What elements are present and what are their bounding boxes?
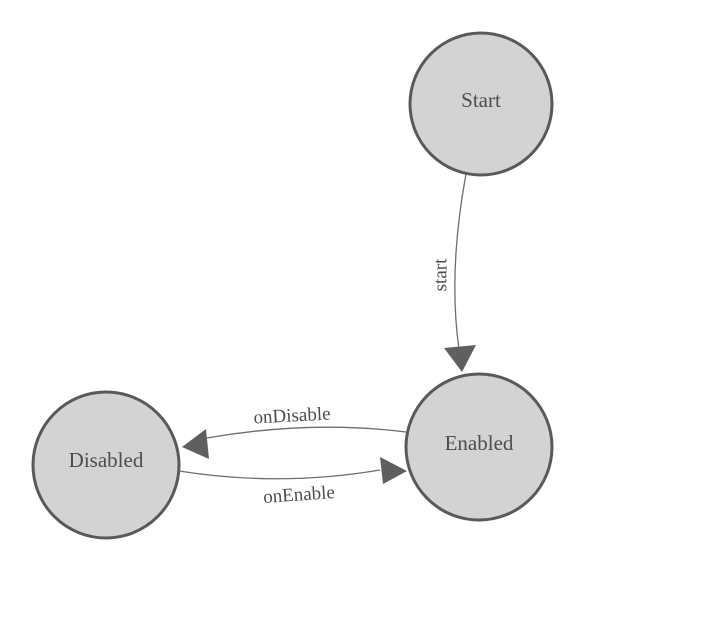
start-node-circle[interactable] (408, 31, 554, 177)
enabled-node-label: Enabled (445, 431, 514, 455)
state-node-disabled[interactable]: Disabled (31, 390, 181, 540)
start-edge-line[interactable] (454, 173, 467, 350)
edge-label-start: start (431, 258, 452, 291)
edge-disabled-to-enabled[interactable]: onEnable (178, 457, 407, 508)
edge-label-ondisable: onDisable (253, 403, 331, 428)
start-node-label: Start (461, 88, 501, 112)
arrowhead-left-icon (182, 429, 209, 459)
onenable-edge-line[interactable] (178, 469, 381, 480)
state-node-start[interactable]: Start (408, 31, 554, 177)
edge-label-onenable: onEnable (262, 482, 335, 508)
arrowhead-down-icon (444, 345, 476, 372)
edge-enabled-to-disabled[interactable]: onDisable (182, 403, 407, 459)
ondisable-edge-line[interactable] (206, 426, 407, 439)
state-node-enabled[interactable]: Enabled (404, 372, 554, 522)
edge-start-to-enabled[interactable]: start (431, 173, 477, 372)
disabled-node-circle[interactable] (31, 390, 181, 540)
enabled-node-circle[interactable] (404, 372, 554, 522)
disabled-node-label: Disabled (69, 448, 144, 472)
arrowhead-right-icon (380, 457, 407, 484)
